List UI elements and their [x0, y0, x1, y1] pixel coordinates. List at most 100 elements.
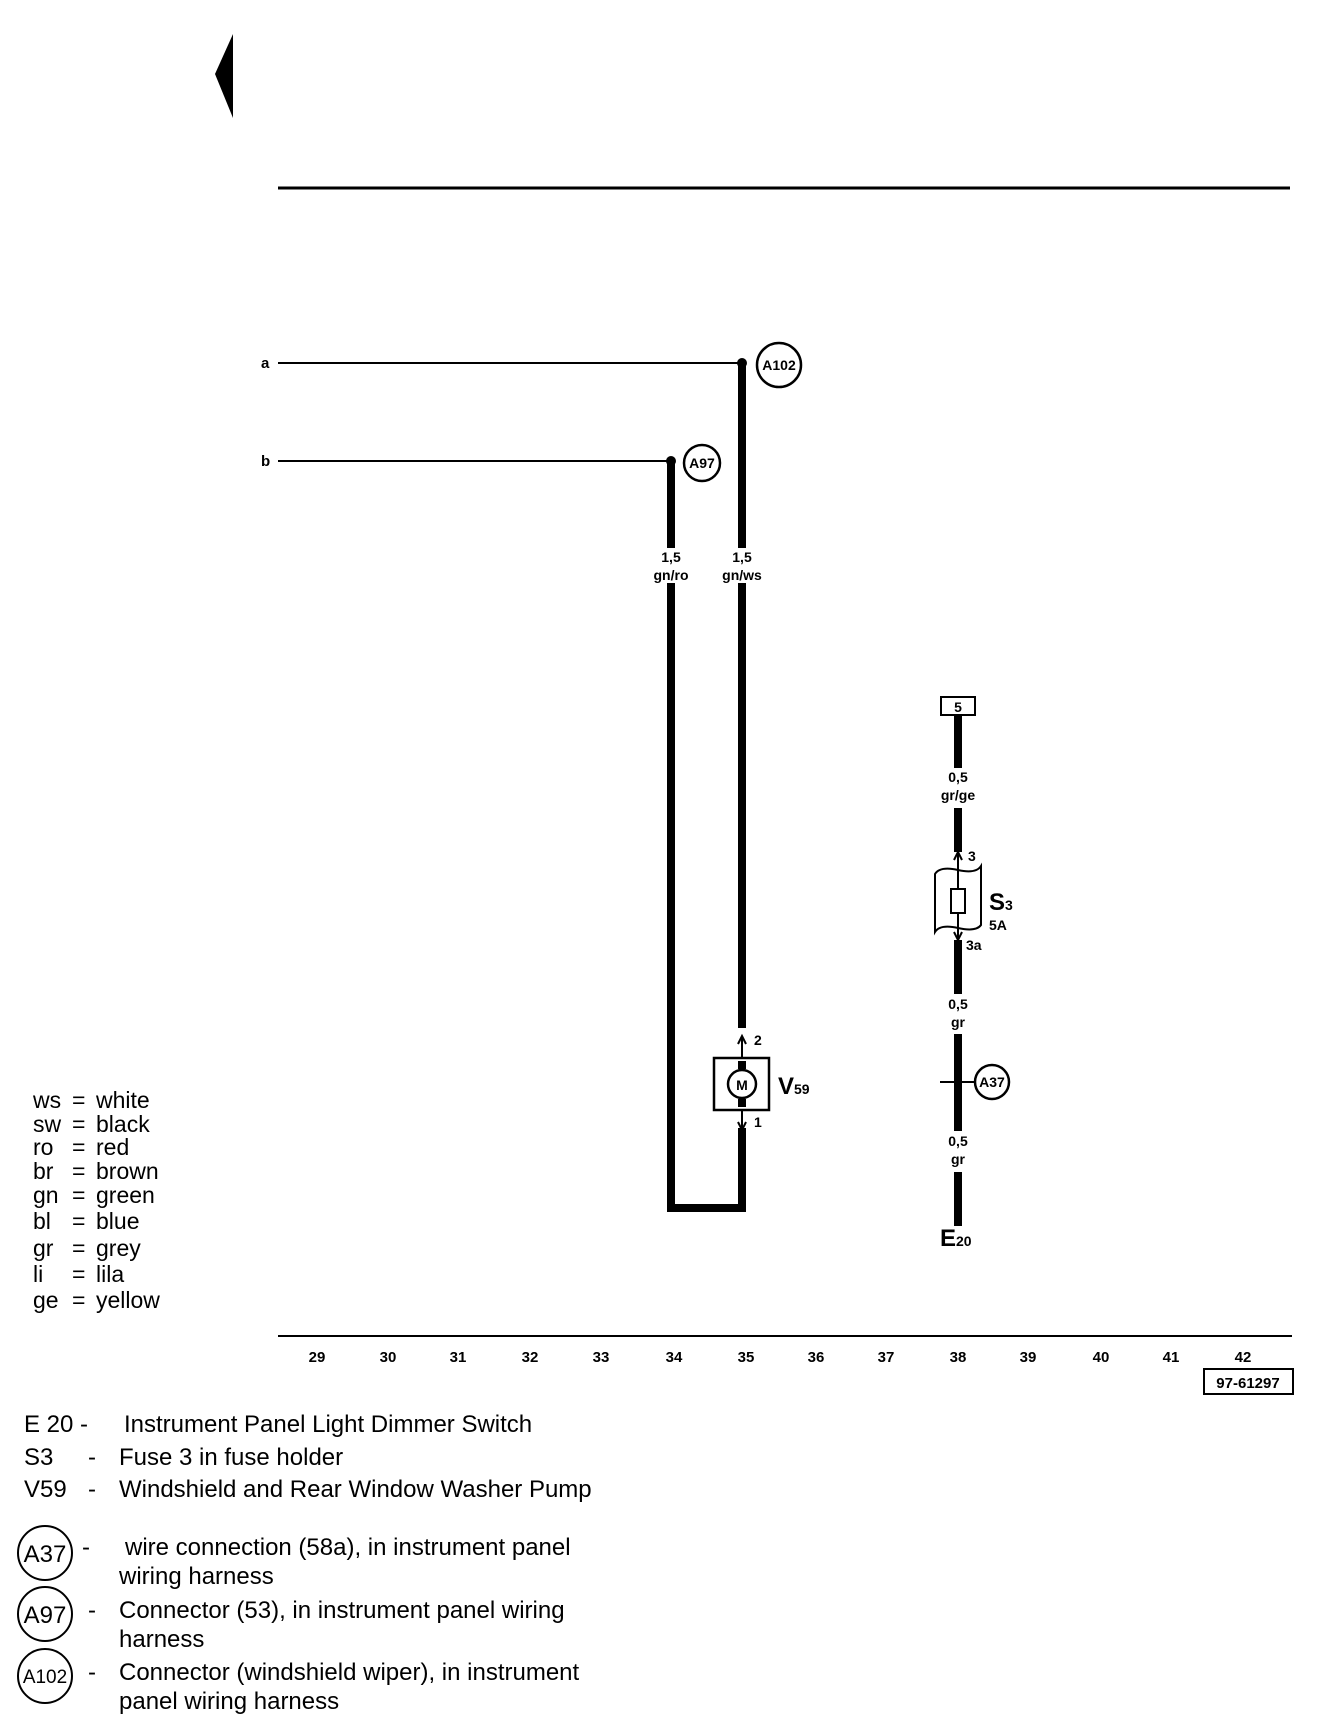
component-code: E 20 -: [24, 1411, 88, 1438]
track-number: 31: [450, 1349, 467, 1366]
note-line: Connector (windshield wiper), in instrum…: [119, 1659, 580, 1686]
track-number: 34: [666, 1349, 683, 1366]
note-a97-symbol: [17, 1586, 73, 1642]
figure-id: 97-61297: [1216, 1375, 1279, 1392]
legend-eq: =: [72, 1158, 85, 1184]
component-description: Instrument Panel Light Dimmer Switch: [124, 1411, 532, 1438]
legend-name: red: [96, 1134, 129, 1160]
component-dash: -: [88, 1476, 96, 1503]
wire-top-e-color: gr/ge: [941, 787, 975, 803]
legend-code: br: [33, 1158, 54, 1184]
note-a37-id: A37: [24, 1541, 67, 1568]
track-number: 38: [950, 1349, 967, 1366]
component-description: Fuse 3 in fuse holder: [119, 1444, 343, 1471]
track-number: 35: [738, 1349, 755, 1366]
legend-code: gr: [33, 1235, 54, 1261]
note-line: harness: [119, 1626, 204, 1653]
component-description: Windshield and Rear Window Washer Pump: [119, 1476, 592, 1503]
note-a102-id: A102: [23, 1667, 67, 1688]
legend-code: ws: [32, 1087, 61, 1113]
legend-eq: =: [72, 1208, 85, 1234]
legend-name: lila: [96, 1261, 124, 1287]
connector-a102-label: A102: [762, 357, 796, 373]
legend-eq: =: [72, 1235, 85, 1261]
component-list: E 20 - Instrument Panel Light Dimmer Swi…: [24, 1411, 592, 1503]
wire-low-e-size: 0,5: [948, 1133, 968, 1149]
connector-a97-symbol: [682, 443, 722, 483]
note-dash: -: [88, 1659, 96, 1686]
track-number: 33: [593, 1349, 610, 1366]
legend-name: white: [95, 1087, 150, 1113]
connector-a37-label: A37: [979, 1074, 1005, 1090]
legend-code: ge: [33, 1287, 59, 1313]
current-track-numbers: 29 30 31 32 33 34 35 36 37 38 39 40 41 4…: [309, 1349, 1252, 1366]
track-number: 39: [1020, 1349, 1037, 1366]
legend-name: grey: [96, 1235, 141, 1261]
legend-eq: =: [72, 1134, 85, 1160]
legend-code: bl: [33, 1208, 51, 1234]
connector-a102-symbol: [755, 341, 803, 389]
note-line: wiring harness: [118, 1563, 274, 1590]
pump-pin-1-arrow-icon: [737, 1121, 747, 1133]
track-number: 40: [1093, 1349, 1110, 1366]
track-number: 36: [808, 1349, 825, 1366]
page-back-arrow-icon[interactable]: [215, 34, 233, 118]
wire-top-e-size: 0,5: [948, 769, 968, 785]
track-number: 42: [1235, 1349, 1252, 1366]
connector-a97-label: A97: [689, 455, 715, 471]
color-legend: ws = white sw = black ro = red br = brown gn = gre…: [32, 1087, 160, 1313]
note-dash: -: [82, 1534, 90, 1561]
note-dash: -: [88, 1597, 96, 1624]
legend-eq: =: [72, 1087, 85, 1113]
fuse-pin-top: 3: [968, 848, 976, 864]
legend-name: yellow: [96, 1287, 160, 1313]
legend-eq: =: [72, 1182, 85, 1208]
component-code: S3: [24, 1444, 53, 1471]
track-number: 32: [522, 1349, 539, 1366]
wire-low-e-color: gr: [951, 1151, 966, 1167]
pump-pin-top: 2: [754, 1032, 762, 1048]
legend-code: li: [33, 1261, 43, 1287]
wire-mid-e-color: gr: [951, 1014, 966, 1030]
legend-eq: =: [72, 1111, 85, 1137]
switch-label: E20: [940, 1225, 972, 1252]
motor-letter: M: [736, 1077, 748, 1093]
legend-name: blue: [96, 1208, 139, 1234]
wire-mid-e-size: 0,5: [948, 996, 968, 1012]
note-a102-symbol: [17, 1648, 73, 1704]
fuse-element: [950, 888, 966, 914]
line-b-label: b: [261, 453, 270, 470]
connector-notes: A37 - wire connection (58a), in instrume…: [17, 1525, 580, 1715]
wire-left-size: 1,5: [661, 549, 681, 565]
connector-a37-symbol: [973, 1063, 1011, 1101]
fuse-label: S3: [989, 889, 1013, 916]
note-a37-symbol: [17, 1525, 73, 1581]
pump-terminal-bottom: [738, 1099, 746, 1107]
legend-code: ro: [33, 1134, 53, 1160]
wire-right-color: gn/ws: [722, 567, 762, 583]
pump-pin-bottom: 1: [754, 1114, 762, 1130]
fuse-rating: 5A: [989, 917, 1007, 933]
track-number: 30: [380, 1349, 397, 1366]
terminal-box-label: 5: [954, 699, 962, 715]
legend-code: sw: [33, 1111, 62, 1137]
wire-right-size: 1,5: [732, 549, 752, 565]
fuse-pin-bottom: 3a: [966, 937, 982, 953]
figure-id-box: [1203, 1368, 1294, 1395]
pump-label: V59: [778, 1073, 810, 1100]
component-dash: -: [88, 1444, 96, 1471]
legend-name: black: [96, 1111, 150, 1137]
pump-terminal-top: [738, 1061, 746, 1069]
note-line: wire connection (58a), in instrument pan…: [124, 1534, 571, 1561]
legend-eq: =: [72, 1287, 85, 1313]
wire-left-color: gn/ro: [654, 567, 689, 583]
legend-code: gn: [33, 1182, 59, 1208]
legend-name: brown: [96, 1158, 159, 1184]
note-line: panel wiring harness: [119, 1688, 339, 1715]
motor-symbol: [726, 1068, 758, 1100]
track-number: 37: [878, 1349, 895, 1366]
track-number: 29: [309, 1349, 326, 1366]
line-a-label: a: [261, 355, 270, 372]
legend-eq: =: [72, 1261, 85, 1287]
